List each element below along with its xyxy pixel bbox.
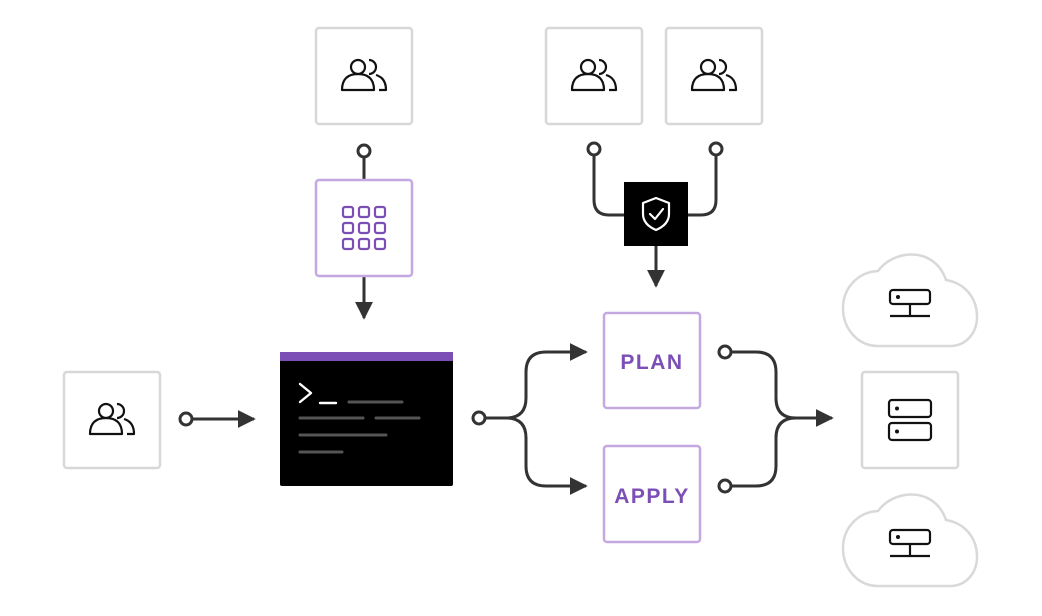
connector-terminal-plan	[486, 343, 588, 420]
grid-icon	[341, 205, 387, 251]
server-icon	[887, 398, 933, 442]
dot-top-users	[356, 143, 372, 159]
connectors	[193, 156, 834, 495]
connector-apply-servers	[731, 416, 797, 488]
cloud-icon	[841, 493, 979, 588]
connector-dots	[178, 141, 733, 494]
approver-box-2	[664, 26, 764, 126]
plan-box: PLAN	[602, 311, 702, 410]
grid-box	[314, 178, 414, 278]
dot-terminal-out	[471, 410, 487, 426]
dot-left-users	[178, 411, 194, 427]
cloud-bottom	[841, 493, 979, 588]
cloud-top	[841, 253, 979, 348]
connector-approver2-shield	[688, 156, 718, 217]
dot-approver-1	[586, 141, 602, 157]
connector-terminal-apply	[505, 416, 588, 495]
approver-box-1	[544, 26, 644, 126]
connector-plan-servers	[731, 350, 834, 427]
dot-apply-out	[717, 478, 733, 494]
terminal-text-lines	[298, 400, 421, 454]
dot-plan-out	[717, 344, 733, 360]
cloud-icon	[841, 253, 979, 348]
shield-check-icon	[641, 196, 671, 232]
team-box-left	[62, 370, 162, 470]
team-box-top	[314, 26, 414, 126]
terminal-window	[280, 352, 453, 486]
terminal-prompt-icon	[298, 382, 338, 405]
connector-approver1-shield	[592, 156, 624, 217]
apply-label: APPLY	[614, 485, 690, 508]
policy-shield-box	[624, 182, 688, 246]
server-box	[860, 370, 960, 470]
apply-box: APPLY	[602, 444, 702, 544]
plan-label: PLAN	[620, 351, 683, 374]
dot-approver-2	[708, 141, 724, 157]
